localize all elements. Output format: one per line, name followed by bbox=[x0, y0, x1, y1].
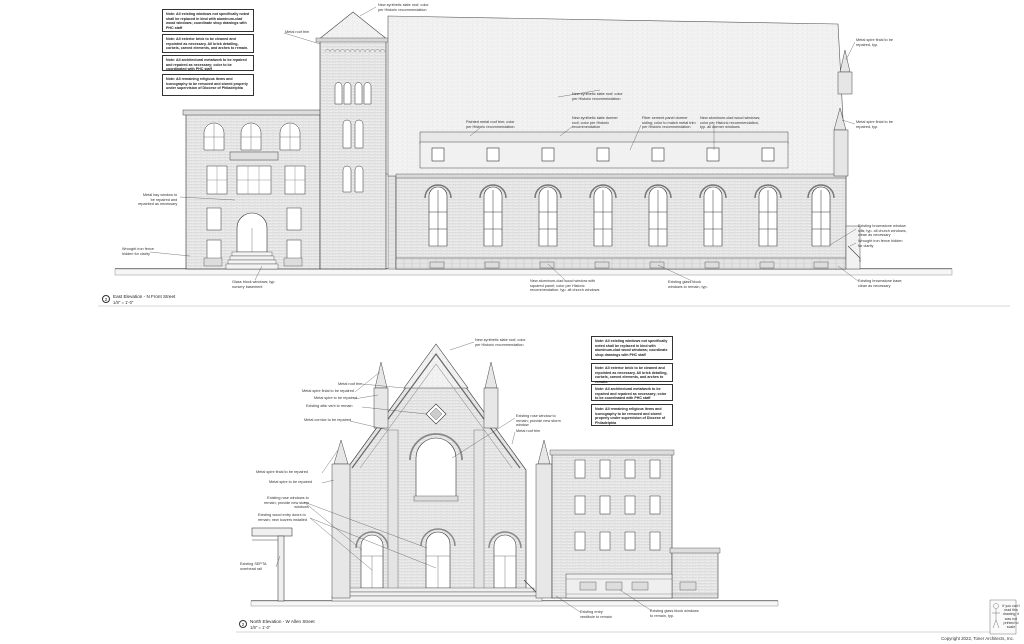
note-metalwork: Note: All architectural metalwork to be … bbox=[162, 55, 254, 71]
label-north-spire-finial: Metal spire finial to be repaired bbox=[302, 389, 354, 393]
label-east-spire-mid: Metal spire finial to be repaired, typ. bbox=[856, 120, 893, 129]
note-clean-brick-north: Note: All exterior brick to be cleaned a… bbox=[591, 363, 673, 384]
east-elevation bbox=[114, 6, 953, 282]
note-religious-items: Note: All remaining religious items and … bbox=[162, 74, 254, 96]
east-school-building bbox=[182, 109, 324, 270]
label-north-glass-block: Existing glass block windows to remain, … bbox=[650, 609, 699, 618]
north-detail-bubble: 2 bbox=[239, 620, 247, 628]
label-north-spire-left: Metal spire to be repaired bbox=[269, 480, 313, 484]
label-north-roof: New synthetic slate roof; color per Hist… bbox=[475, 338, 526, 347]
label-east-fence-left: Wrought iron fence hidden for clarity bbox=[122, 247, 155, 256]
church-windows bbox=[424, 184, 835, 247]
label-north-spire-repaired: Metal spire to be repaired bbox=[314, 396, 358, 400]
label-east-church-windows: New aluminum-clad wood window with squar… bbox=[530, 279, 600, 293]
north-leader-lines bbox=[275, 341, 653, 613]
label-north-spire-finial-left: Metal spire finial to be repaired bbox=[256, 470, 308, 474]
note-replace-windows-north: Note: All existing windows not specifica… bbox=[591, 336, 673, 360]
east-elevation-scale: 1/8" = 1'-0" bbox=[113, 300, 134, 305]
label-north-cornice: Metal cornice to be repaired bbox=[304, 418, 352, 422]
label-north-vestibule: Existing entry vestibule to remain bbox=[580, 610, 612, 619]
north-elevation bbox=[250, 341, 779, 613]
label-east-roof-mid: New synthetic slate roof; color per Hist… bbox=[572, 92, 623, 101]
label-north-rose-window: Existing rose window to remain; provide … bbox=[516, 414, 561, 428]
label-east-bay-window: Metal bay window to be repaired and repa… bbox=[138, 193, 178, 207]
east-elevation-title: East Elevation - N Front Street bbox=[113, 294, 176, 299]
copyright-text: Copyright 2022, Toner Architects, Inc. bbox=[941, 636, 1014, 641]
label-east-sills: Existing brownstone window sills; typ. a… bbox=[858, 224, 907, 238]
label-east-glass-block-left: Glass block windows; typ. nursery baseme… bbox=[232, 280, 276, 289]
scale-figure-icon bbox=[989, 599, 1017, 635]
label-east-metal-roof: Metal roof trim bbox=[285, 30, 310, 34]
label-north-attic-vent: Existing attic vent to remain bbox=[306, 404, 353, 408]
print-scale-note: If you can't read this drawing, it was n… bbox=[1002, 604, 1020, 630]
label-east-roof: New synthetic slate roof; color per Hist… bbox=[378, 3, 429, 12]
note-clean-brick: Note: All exterior brick to be cleaned a… bbox=[162, 34, 254, 53]
label-north-metal-roof-trim: Metal roof trim bbox=[516, 429, 541, 433]
east-church-nave bbox=[387, 15, 861, 270]
label-east-spire-top: Metal spire finial to be repaired, typ. bbox=[856, 38, 893, 47]
label-east-glass-block-mid: Existing glass block windows to remain, … bbox=[668, 280, 708, 289]
north-church-facade bbox=[331, 343, 553, 602]
label-east-dormer-siding: Fiber cement panel dormer siding; color … bbox=[642, 116, 696, 130]
note-metalwork-north: Note: All architectural metalwork to be … bbox=[591, 384, 673, 401]
north-rectory bbox=[549, 449, 721, 599]
east-leader-lines bbox=[149, 6, 859, 282]
note-religious-items-north: Note: All remaining religious items and … bbox=[591, 404, 673, 426]
north-elevation-title: North Elevation - W Allen Street bbox=[250, 619, 315, 624]
dormer-windows bbox=[431, 147, 775, 162]
label-east-base: Existing brownstone base; clean as neces… bbox=[858, 279, 903, 288]
label-east-fence-right: Wrought iron fence hidden for clarity bbox=[858, 239, 903, 248]
north-elevation-scale: 1/8" = 1'-0" bbox=[250, 625, 271, 630]
east-bell-tower bbox=[315, 11, 397, 270]
label-east-dormer-roof: New synthetic slate dormer roof; color p… bbox=[572, 116, 618, 130]
label-north-storm-windows: Existing rose windows to remain; provide… bbox=[264, 496, 309, 510]
label-north-metal-roof: Metal roof trim bbox=[338, 382, 363, 386]
label-east-dormer-windows: New aluminum-clad wood windows; color pe… bbox=[700, 116, 761, 130]
label-north-septa: Existing SEPTA overhead rail bbox=[240, 562, 267, 571]
label-north-entry-doors: Existing wood entry doors to remain; new… bbox=[258, 513, 307, 522]
east-detail-bubble: 2 bbox=[102, 295, 110, 303]
note-replace-windows: Note: All existing windows not specifica… bbox=[162, 9, 254, 32]
label-east-painted-trim: Painted metal roof trim; color per Histo… bbox=[466, 120, 515, 129]
septa-overhead-rail bbox=[251, 527, 293, 602]
